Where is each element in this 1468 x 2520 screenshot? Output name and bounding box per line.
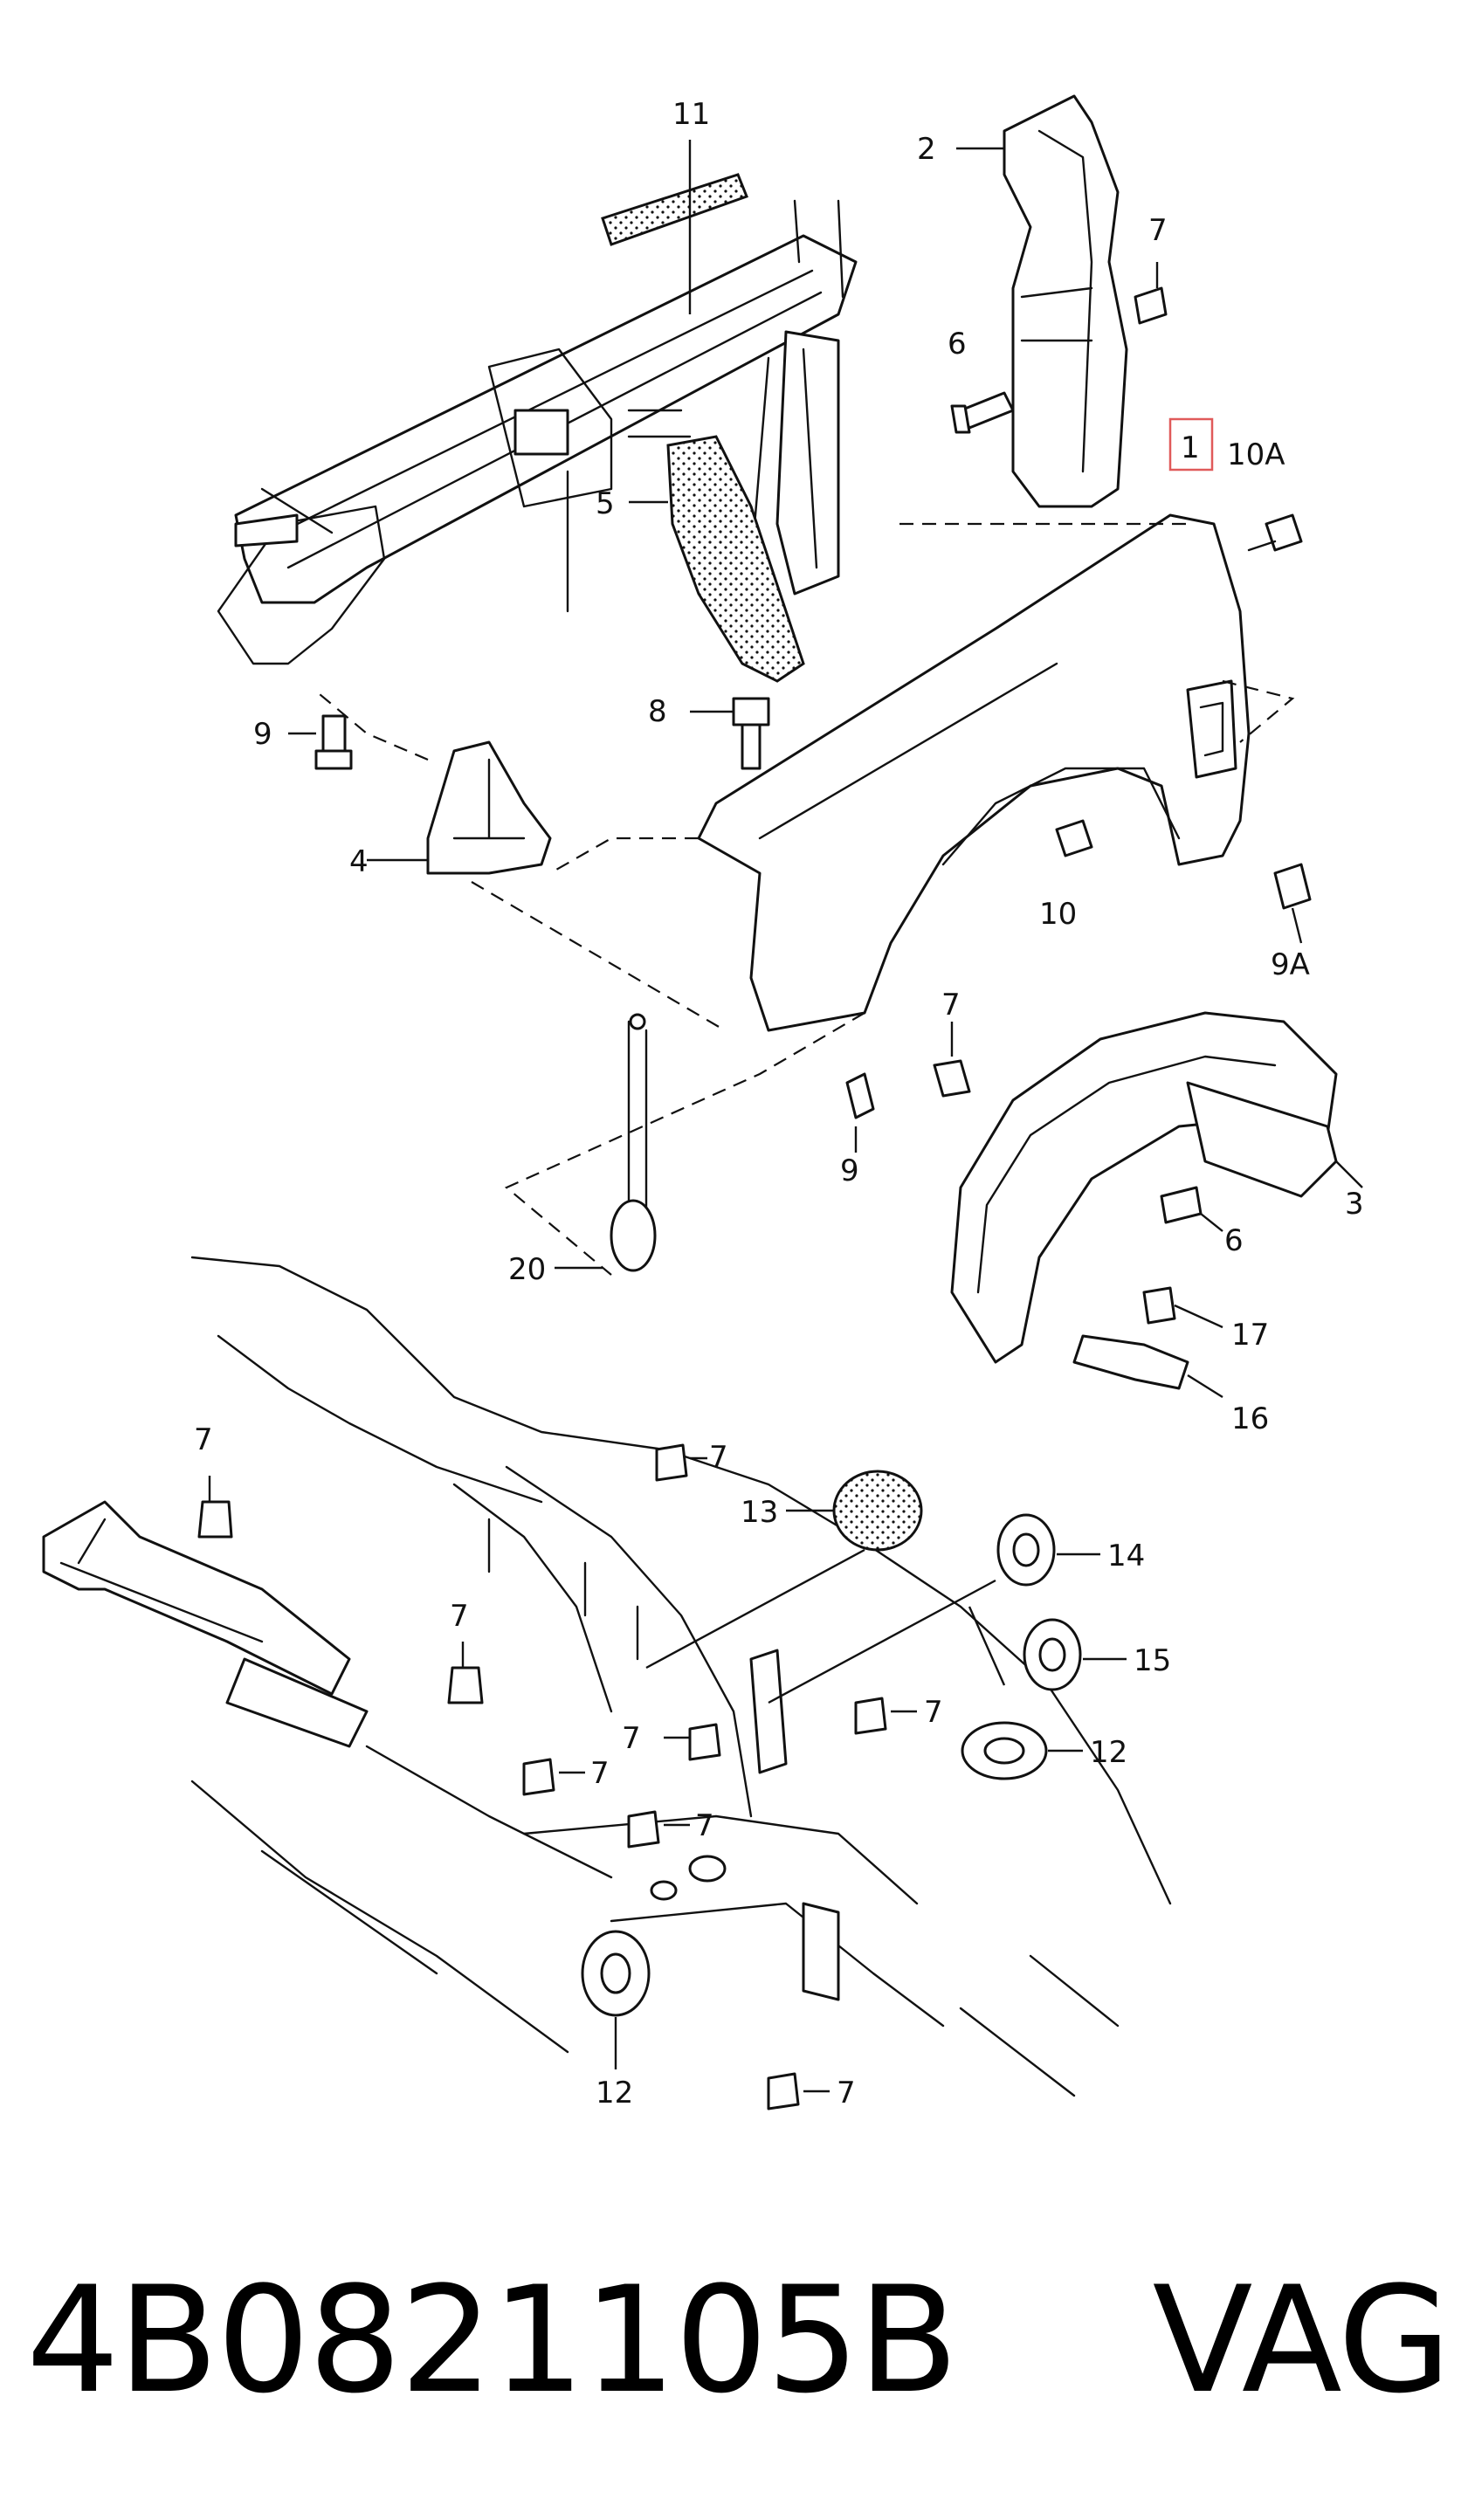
part-5-foam-pad [629, 435, 805, 683]
callout-12: 12 [1090, 1735, 1127, 1770]
callout-7: 7 [837, 2076, 856, 2110]
bolts-upper [288, 262, 1312, 1153]
callout-8: 8 [648, 694, 667, 729]
callout-15: 15 [1134, 1643, 1171, 1678]
part-4-bracket [314, 689, 726, 1031]
callout-7: 7 [924, 1695, 943, 1730]
part-number: 4B0821105B [26, 2255, 959, 2426]
callout-9: 9 [840, 1153, 859, 1188]
part-11-foam-strip [601, 140, 748, 314]
callout-6: 6 [948, 327, 967, 361]
brand-label: VAG [1152, 2255, 1451, 2426]
callout-11: 11 [672, 97, 710, 132]
part-2-bracket [956, 94, 1128, 508]
exploded-parts-diagram: 11 2 7 6 1 10A 5 8 9 4 10 9A 7 9 3 6 20 … [42, 94, 1364, 2110]
callout-7: 7 [590, 1756, 610, 1791]
footer: 4B0821105B VAG [26, 2231, 1451, 2449]
callout-17: 17 [1231, 1318, 1269, 1353]
callout-7: 7 [1148, 213, 1168, 248]
callout-2: 2 [917, 132, 936, 167]
callout-7: 7 [695, 1808, 714, 1843]
clips [933, 1022, 1223, 1329]
callout-12: 12 [596, 2076, 633, 2110]
callout-labels: 11 2 7 6 1 10A 5 8 9 4 10 9A 7 9 3 6 20 … [194, 97, 1364, 2110]
callout-9: 9 [253, 717, 272, 752]
part-20-stay-rod [555, 1013, 657, 1272]
callout-10: 10 [1039, 897, 1077, 932]
callout-20: 20 [508, 1252, 546, 1287]
lower-parts [581, 1470, 1127, 2069]
callout-7: 7 [709, 1440, 728, 1475]
part-16-bracket [1072, 1334, 1223, 1399]
callout-7: 7 [194, 1422, 213, 1457]
callout-9A: 9A [1271, 947, 1310, 982]
callout-1[interactable]: 1 [1181, 430, 1200, 465]
callout-7: 7 [622, 1721, 641, 1756]
callout-3: 3 [1345, 1187, 1364, 1222]
part-3-wheel-liner [950, 1011, 1363, 1364]
lower-clips [197, 1443, 917, 2110]
callout-16: 16 [1231, 1401, 1269, 1436]
callout-4: 4 [349, 844, 369, 879]
callout-13: 13 [741, 1495, 778, 1530]
underbody-structure [42, 1256, 1172, 2097]
highlight-box-1 [1168, 417, 1214, 472]
callout-14: 14 [1107, 1539, 1145, 1573]
callout-5: 5 [596, 486, 615, 521]
callout-7: 7 [941, 988, 961, 1022]
part-1-fender [504, 513, 1295, 1276]
callout-10A: 10A [1227, 437, 1285, 472]
callout-6: 6 [1224, 1223, 1244, 1258]
body-structure [217, 199, 858, 665]
callout-7: 7 [450, 1599, 469, 1634]
